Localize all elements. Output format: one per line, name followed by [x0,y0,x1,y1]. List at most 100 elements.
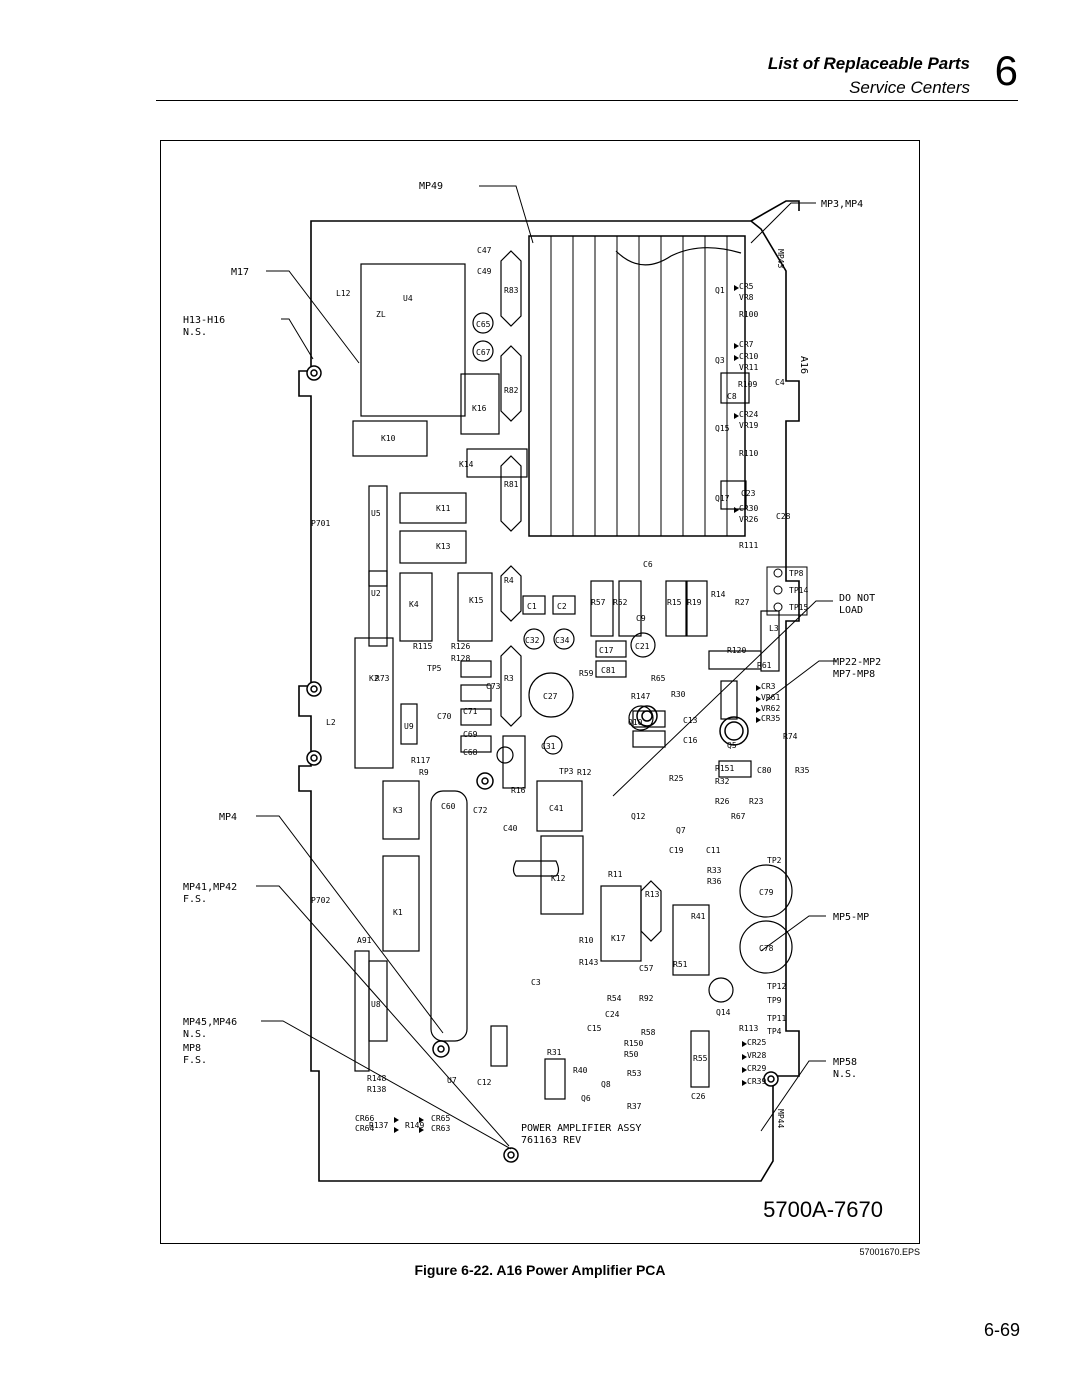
label-c41: C41 [549,804,564,813]
label-cr7: CR7 [739,340,754,349]
mp43-label: MP43 [776,249,785,268]
mounting-holes [306,365,779,1163]
label-c12: C12 [477,1078,492,1087]
label-r10: R10 [579,936,594,945]
callout-mp4: MP4 [219,812,237,823]
callout-fs-1: F.S. [183,894,207,905]
label-c72: C72 [473,806,488,815]
label-r83: R83 [504,286,519,295]
chapter-title: List of Replaceable Parts [767,54,970,73]
label-r150: R150 [624,1039,643,1048]
label-c26: C26 [691,1092,706,1101]
label-r117: R117 [411,756,430,765]
label-tp14: TP14 [789,586,808,595]
label-q15: Q15 [715,424,730,433]
callout-mp22-mp2: MP22-MP2 [833,657,881,668]
label-cr39: CR39 [747,1077,766,1086]
label-r35: R35 [795,766,810,775]
callout-fs-2: F.S. [183,1055,207,1066]
label-r26: R26 [715,797,730,806]
label-zl: ZL [376,310,386,319]
label-c2: C2 [557,602,567,611]
label-r19: R19 [687,598,702,607]
callout-ns-3: N.S. [833,1069,857,1080]
label-r147: R147 [631,692,650,701]
label-r41: R41 [691,912,706,921]
label-cr35: CR35 [761,714,780,723]
label-cr65: CR65 [431,1114,450,1123]
label-tp4: TP4 [767,1027,782,1036]
figure-caption: Figure 6-22. A16 Power Amplifier PCA [414,1262,666,1278]
label-c24: C24 [605,1010,620,1019]
label-r30: R30 [671,690,686,699]
label-r148: R148 [367,1074,386,1083]
label-r11: R11 [608,870,623,879]
label-q12: Q12 [631,812,646,821]
label-r58: R58 [641,1028,656,1037]
label-p702: P702 [311,896,330,905]
label-c31: C31 [541,742,556,751]
label-vr8: VR8 [739,293,754,302]
label-r59: R59 [579,669,594,678]
heat-sink [528,235,746,537]
label-c11: C11 [706,846,721,855]
label-k13: K13 [436,542,451,551]
label-c49: C49 [477,267,492,276]
label-r74: R74 [783,732,798,741]
label-c67: C67 [476,348,491,357]
label-u2: U2 [371,589,381,598]
callout-m17: M17 [231,267,249,278]
label-r51: R51 [673,960,688,969]
label-vr62: VR62 [761,704,780,713]
label-k11: K11 [436,504,451,513]
label-c16: C16 [683,736,698,745]
label-cr3: CR3 [761,682,776,691]
label-r143: R143 [579,958,598,967]
label-c1: C1 [527,602,537,611]
label-tp3: TP3 [559,767,574,776]
label-c3: C3 [531,978,541,987]
label-r53: R53 [627,1069,642,1078]
label-r27: R27 [735,598,750,607]
label-q5: Q5 [727,741,737,750]
label-r3: R3 [504,674,514,683]
label-c47: C47 [477,246,492,255]
section-title: Service Centers [849,78,970,97]
label-tp11: TP11 [767,1014,786,1023]
label-k4: K4 [409,600,419,609]
label-q8: Q8 [601,1080,611,1089]
diode-markers [394,285,761,1133]
callout-mp45-mp46: MP45,MP46 [183,1017,237,1028]
label-vr19: VR19 [739,421,758,430]
label-u8: U8 [371,1000,381,1009]
component-designators: K10 K14 K11 K13 K15 K16 K4 K2 K3 K1 K12 … [311,246,810,1133]
label-k14: K14 [459,460,474,469]
label-c19: C19 [669,846,684,855]
callout-do-not: DO NOT [839,593,875,604]
label-r113: R113 [739,1024,758,1033]
label-r92: R92 [639,994,654,1003]
label-q17: Q17 [715,494,730,503]
label-c78: C78 [759,944,774,953]
label-c57: C57 [639,964,654,973]
label-r110: R110 [739,449,758,458]
label-k2: K2 [369,674,379,683]
label-r52: R52 [613,598,628,607]
callout-mp49: MP49 [419,181,443,192]
power-resistors [500,250,662,942]
label-l3: L3 [769,624,779,633]
label-r16: R16 [511,786,526,795]
label-c17: C17 [599,646,614,655]
label-k12: K12 [551,874,566,883]
label-k15: K15 [469,596,484,605]
label-r138: R138 [367,1085,386,1094]
label-tp2: TP2 [767,856,782,865]
board-id-label: A16 [798,356,809,374]
label-cr64: CR64 [355,1124,374,1133]
label-c80: C80 [757,766,772,775]
label-q7: Q7 [676,826,686,835]
label-r67: R67 [731,812,746,821]
label-r15: R15 [667,598,682,607]
label-k17: K17 [611,934,626,943]
label-r73: R73 [375,674,390,683]
